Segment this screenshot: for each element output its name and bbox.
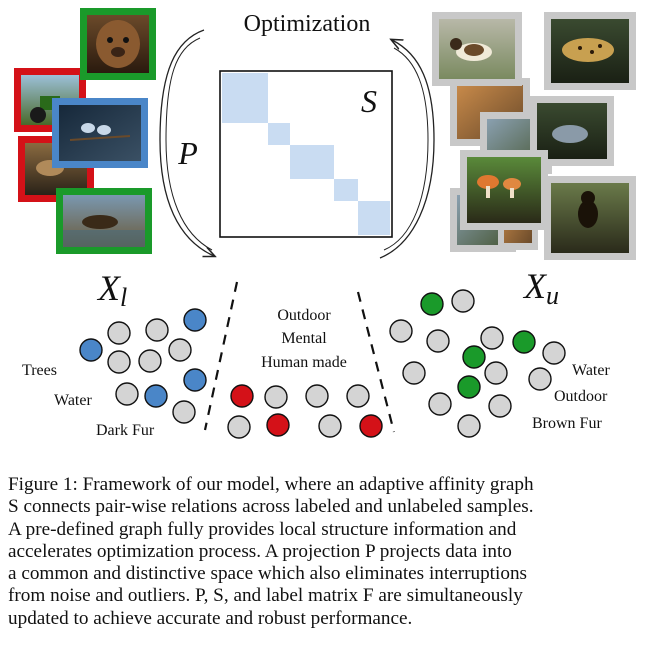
node-middle <box>346 384 370 408</box>
node-unlabeled <box>402 361 426 385</box>
labeled-image-fur <box>80 8 156 80</box>
attribute-trees: Trees <box>22 362 57 379</box>
matrix-block-2 <box>268 123 290 145</box>
unlabeled-image-mushrooms <box>460 150 548 230</box>
projection-label: P <box>177 135 198 171</box>
separator-right <box>356 291 396 433</box>
node-middle <box>318 414 342 438</box>
node-unlabeled <box>484 361 508 385</box>
node-labeled <box>172 400 196 424</box>
node-middle <box>264 385 288 409</box>
unlabeled-attributes: Water Outdoor Brown Fur <box>532 362 610 432</box>
caption-line-7: updated to achieve accurate and robust p… <box>8 607 413 629</box>
caption-line-3: A pre-defined graph fully provides local… <box>8 518 517 540</box>
node-unlabeled <box>426 329 450 353</box>
node-middle-red <box>266 413 290 437</box>
attribute-mental: Mental <box>281 330 327 347</box>
attribute-outdoor: Outdoor <box>277 307 331 324</box>
middle-attributes: Outdoor Mental Human made <box>261 307 347 371</box>
right-arrow-inner <box>383 47 429 251</box>
labeled-images <box>14 8 156 254</box>
node-unlabeled <box>428 392 452 416</box>
node-unlabeled <box>542 341 566 365</box>
unlabeled-image-monkey <box>544 176 636 260</box>
node-labeled-blue <box>183 368 207 392</box>
node-middle-red <box>230 384 254 408</box>
labeled-attributes: Trees Water Dark Fur <box>22 362 155 439</box>
caption-line-6: from noise and outliers. P, S, and label… <box>8 585 523 607</box>
node-labeled-blue <box>79 338 103 362</box>
right-arrow <box>379 40 435 259</box>
node-labeled <box>107 321 131 345</box>
separator-left <box>203 281 239 431</box>
node-middle-red <box>359 414 383 438</box>
labeled-image-water <box>56 188 152 254</box>
node-labeled <box>145 318 169 342</box>
node-labeled <box>168 338 192 362</box>
node-unlabeled <box>389 319 413 343</box>
matrix-block-4 <box>334 179 358 201</box>
node-unlabeled-green <box>462 345 486 369</box>
affinity-matrix: S <box>219 70 393 238</box>
node-labeled <box>115 382 139 406</box>
node-unlabeled <box>451 289 475 313</box>
caption-line-1: Figure 1: Framework of our model, where … <box>8 474 534 495</box>
caption-line-4: accelerates optimization process. A proj… <box>8 540 512 562</box>
attribute-human-made: Human made <box>261 354 347 371</box>
node-labeled <box>107 350 131 374</box>
unlabeled-images <box>432 12 636 260</box>
unlabeled-image-leopard <box>544 12 636 90</box>
framework-diagram: Optimization <box>14 8 636 439</box>
attribute-outdoor-u: Outdoor <box>554 388 608 405</box>
node-labeled-blue <box>144 384 168 408</box>
figure-caption: Figure 1: Framework of our model, where … <box>8 474 644 630</box>
node-unlabeled-green <box>457 375 481 399</box>
unlabeled-set-label: Xu <box>522 266 559 310</box>
caption-line-5: a common and distinctive space which als… <box>8 563 527 585</box>
sample-nodes <box>79 289 566 439</box>
node-unlabeled-green <box>420 292 444 316</box>
optimization-arrows <box>159 29 435 259</box>
matrix-block-5 <box>358 201 390 235</box>
optimization-title: Optimization <box>244 11 371 37</box>
caption-line-2: S connects pair-wise relations across la… <box>8 496 534 518</box>
matrix-block-1 <box>222 73 268 123</box>
node-unlabeled <box>457 414 481 438</box>
node-unlabeled-green <box>512 330 536 354</box>
left-arrow <box>159 29 214 256</box>
unlabeled-image-dog <box>432 12 522 86</box>
matrix-label: S <box>361 83 377 119</box>
left-arrow-inner <box>165 37 213 251</box>
node-middle <box>227 415 251 439</box>
matrix-block-3 <box>290 145 334 179</box>
node-unlabeled <box>480 326 504 350</box>
attribute-water: Water <box>54 392 92 409</box>
labeled-set-label: Xl <box>96 268 127 312</box>
node-labeled-blue <box>183 308 207 332</box>
node-labeled <box>138 349 162 373</box>
attribute-brown-fur: Brown Fur <box>532 415 602 432</box>
attribute-dark-fur: Dark Fur <box>96 422 155 439</box>
attribute-water-u: Water <box>572 362 610 379</box>
labeled-image-birds <box>52 98 148 168</box>
node-unlabeled <box>488 394 512 418</box>
node-unlabeled <box>528 367 552 391</box>
matrix-frame <box>219 70 393 238</box>
node-middle <box>305 384 329 408</box>
